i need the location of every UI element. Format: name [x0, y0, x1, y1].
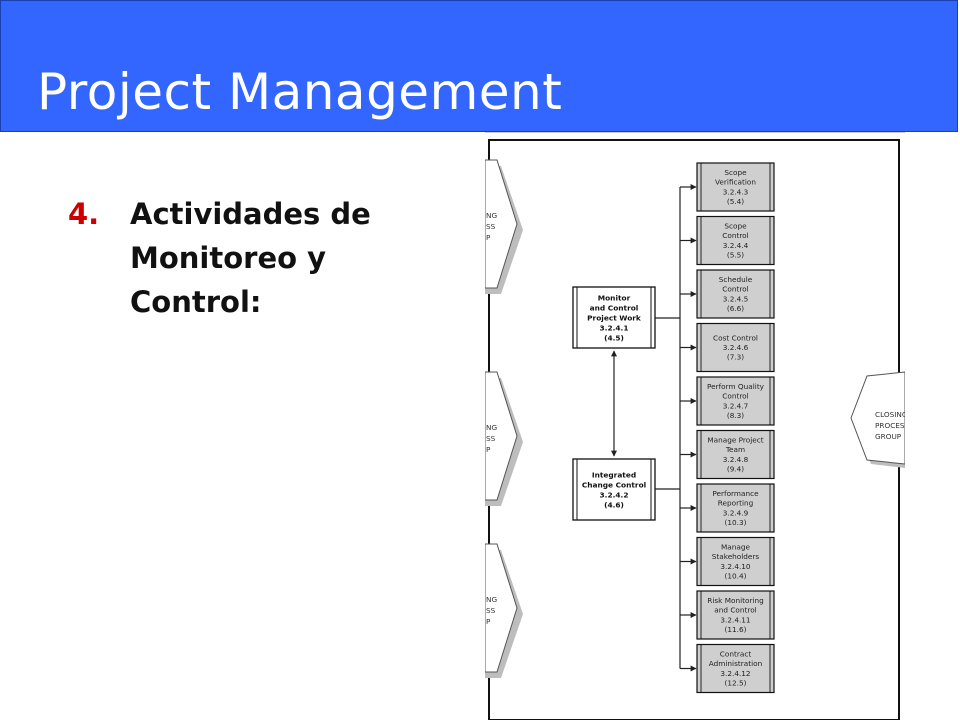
process-box [696, 376, 775, 426]
process-box [696, 483, 775, 533]
process-box [696, 215, 775, 266]
monitor-control-box [572, 286, 656, 349]
diagram-frame [488, 139, 900, 720]
process-box [696, 590, 775, 640]
process-box [696, 322, 775, 373]
left-process-group-arrow [485, 371, 518, 501]
process-box [696, 643, 775, 694]
process-box [696, 162, 775, 212]
slide-header: Project Management [0, 0, 958, 132]
left-process-group-arrow [485, 543, 518, 673]
process-box [696, 536, 775, 587]
closing-process-group-arrow [850, 371, 905, 465]
process-box [696, 269, 775, 319]
bullet-point: 4. Actividades de Monitoreo y Control: [68, 192, 448, 324]
change-control-box [572, 458, 656, 521]
point-number: 4. [68, 197, 100, 231]
left-process-group-arrow [485, 159, 518, 289]
point-text: Actividades de Monitoreo y Control: [130, 197, 371, 319]
process-box [696, 429, 775, 480]
slide-title: Project Management [37, 63, 563, 121]
